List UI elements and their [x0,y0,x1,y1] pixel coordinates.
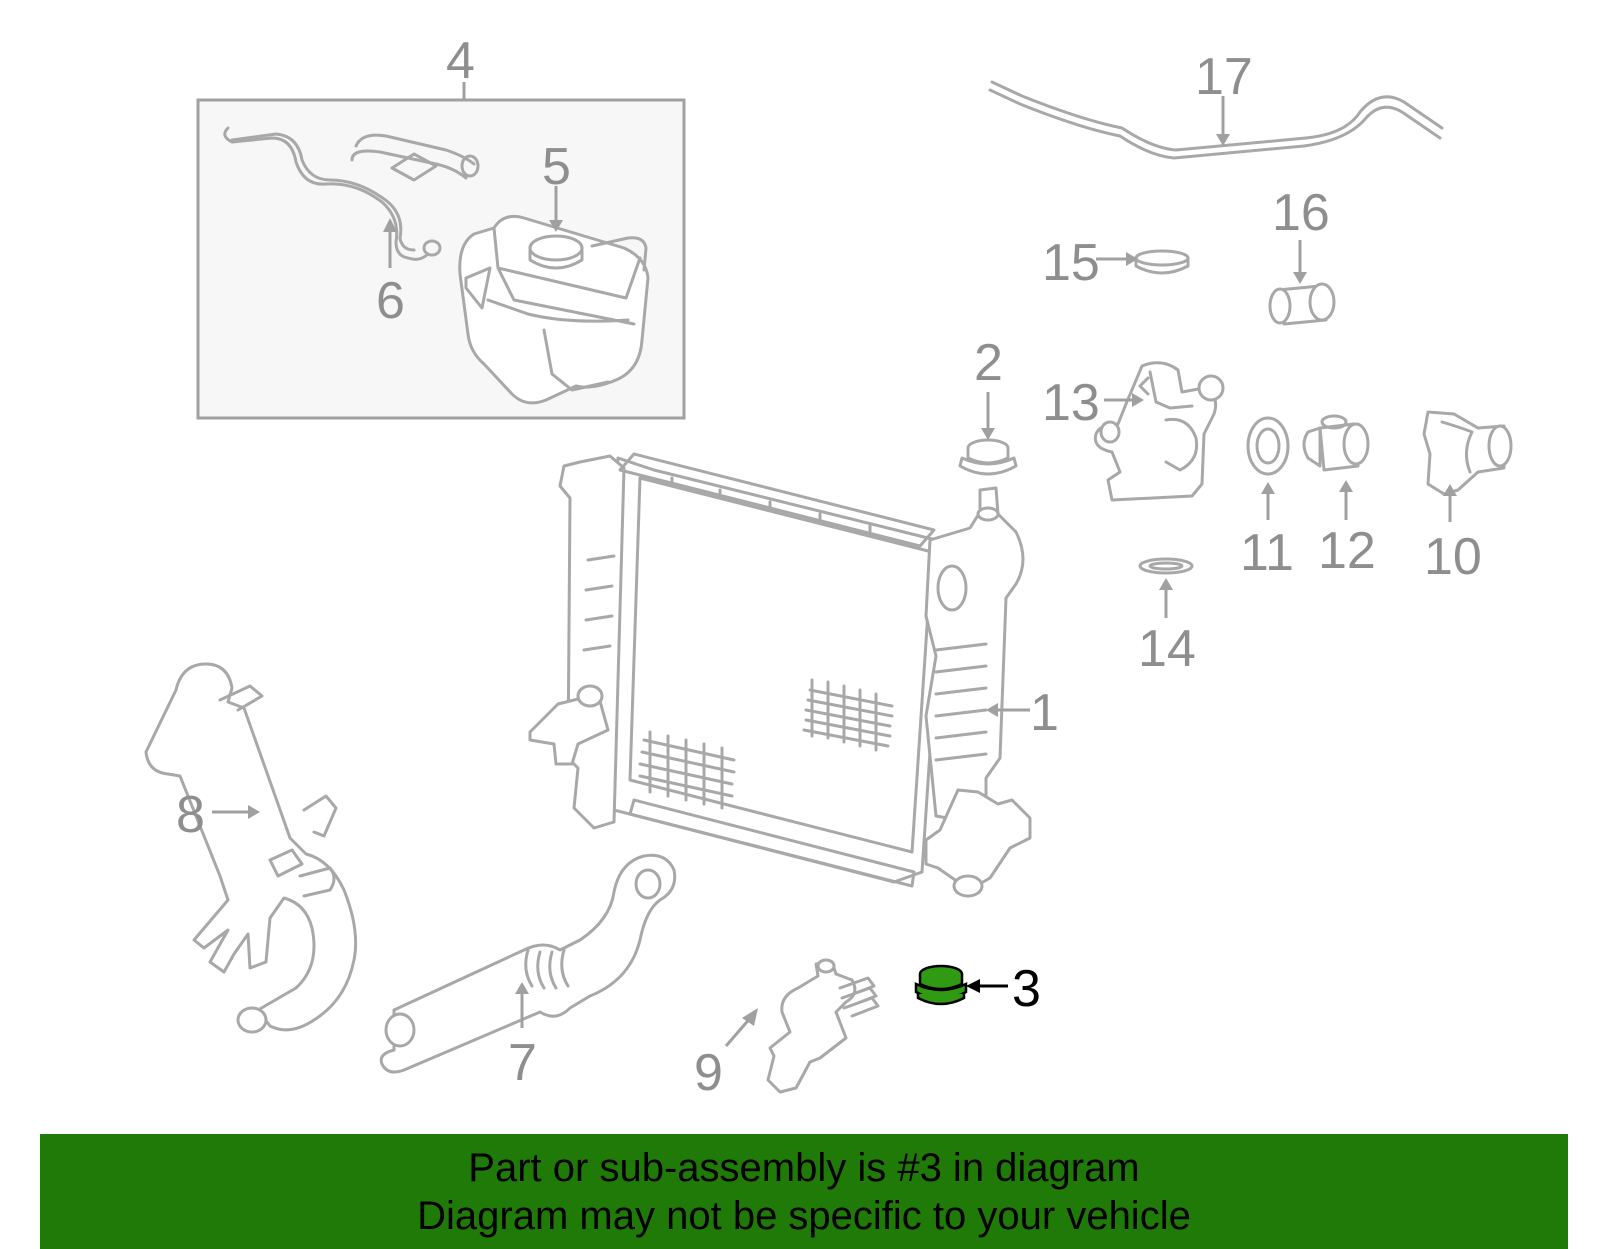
part-8-hose-assembly[interactable] [144,662,358,1034]
part-3-cap-highlighted[interactable] [914,964,968,1006]
banner-line-2: Diagram may not be specific to your vehi… [417,1194,1191,1238]
part-1-radiator[interactable] [528,452,1032,898]
callout-5[interactable]: 5 [542,138,571,196]
callout-12[interactable]: 12 [1318,522,1376,580]
callout-9[interactable]: 9 [694,1044,723,1102]
callout-8[interactable]: 8 [176,786,205,844]
callout-15[interactable]: 15 [1042,234,1100,292]
part-11-gasket[interactable] [1246,416,1290,476]
callout-1[interactable]: 1 [1030,684,1059,742]
part-9-drain-valve[interactable] [766,958,880,1094]
part-5-coolant-reservoir[interactable] [458,214,650,405]
callout-13[interactable]: 13 [1042,374,1100,432]
part-7-lower-hose[interactable] [379,853,677,1074]
part-15-ring[interactable] [1134,249,1190,275]
callout-6[interactable]: 6 [376,272,405,330]
part-12-thermostat[interactable] [1302,414,1370,472]
part-10-water-outlet[interactable] [1422,410,1513,496]
part-13-thermostat-housing[interactable] [1093,361,1225,502]
banner-line-1: Part or sub-assembly is #3 in diagram [468,1146,1140,1190]
callout-10[interactable]: 10 [1424,528,1482,586]
callout-4[interactable]: 4 [446,32,475,90]
part-16-sleeve[interactable] [1268,282,1336,326]
callout-17[interactable]: 17 [1195,48,1253,106]
part-2-cap[interactable] [958,438,1018,476]
callout-3[interactable]: 3 [1012,960,1041,1018]
callout-7[interactable]: 7 [508,1034,537,1092]
part-17-bypass-tube[interactable] [988,80,1444,160]
info-banner: Part or sub-assembly is #3 in diagram Di… [40,1134,1568,1249]
part-14-o-ring[interactable] [1138,557,1194,575]
part-6-overflow-hose[interactable] [223,126,480,261]
callout-16[interactable]: 16 [1272,184,1330,242]
callout-11[interactable]: 11 [1240,524,1294,582]
callout-14[interactable]: 14 [1138,620,1196,678]
callout-2[interactable]: 2 [974,334,1003,392]
